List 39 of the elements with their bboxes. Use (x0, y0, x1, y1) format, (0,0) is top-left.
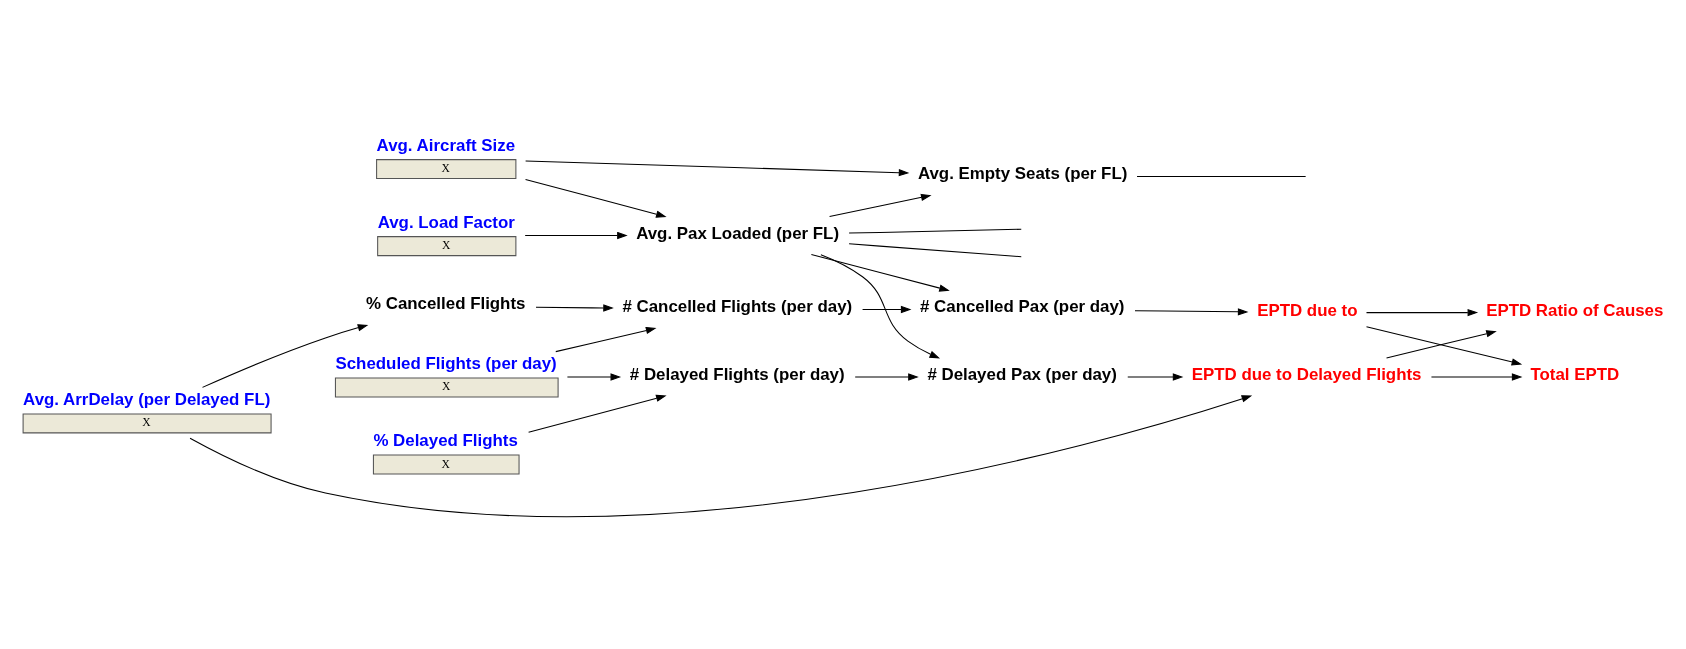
node-text: EPTD due to Delayed Flights (1191, 364, 1422, 384)
arrow (810, 253, 950, 292)
node-text: # Delayed Flights (per day) (629, 364, 845, 384)
node-label: Avg. Aircraft Size (376, 135, 516, 155)
arrow (820, 253, 941, 359)
node-label: % Delayed Flights (373, 430, 518, 450)
connector (848, 242, 1022, 257)
node-text: EPTD Ratio of Causes (1486, 300, 1664, 320)
arrow (829, 193, 932, 217)
arrow (524, 231, 628, 239)
arrow (566, 372, 622, 381)
arrow (528, 394, 667, 433)
node-text: Avg. Empty Seats (per FL) (917, 163, 1128, 183)
node-label: Avg. Load Factor (377, 212, 515, 232)
arrow (1134, 307, 1249, 316)
connector (1136, 175, 1307, 177)
arrow (1365, 325, 1523, 366)
node-text: % Cancelled Flights (366, 293, 526, 313)
node-label: Scheduled Flights (per day) (335, 353, 557, 373)
node-text: # Delayed Pax (per day) (927, 364, 1117, 384)
connector (848, 228, 1022, 234)
node-text: Total EPTD (1530, 364, 1620, 384)
arrow (1386, 329, 1497, 358)
arrow (854, 372, 919, 381)
arrow (1127, 372, 1184, 381)
arrow (1365, 308, 1479, 316)
node-text: Avg. Pax Loaded (per FL) (636, 223, 840, 243)
node-text: EPTD due to (1257, 300, 1358, 320)
arrow (189, 394, 1253, 517)
node-text: # Cancelled Pax (per day) (920, 296, 1125, 316)
node-label: Avg. ArrDelay (per Delayed FL) (23, 389, 271, 409)
arrow (555, 326, 657, 352)
node-text: # Cancelled Flights (per day) (622, 296, 853, 316)
arrow (1430, 372, 1523, 381)
arrow (201, 323, 369, 388)
arrow (535, 303, 614, 312)
arrow (525, 159, 910, 176)
arrow (525, 178, 667, 218)
arrow (862, 305, 912, 313)
